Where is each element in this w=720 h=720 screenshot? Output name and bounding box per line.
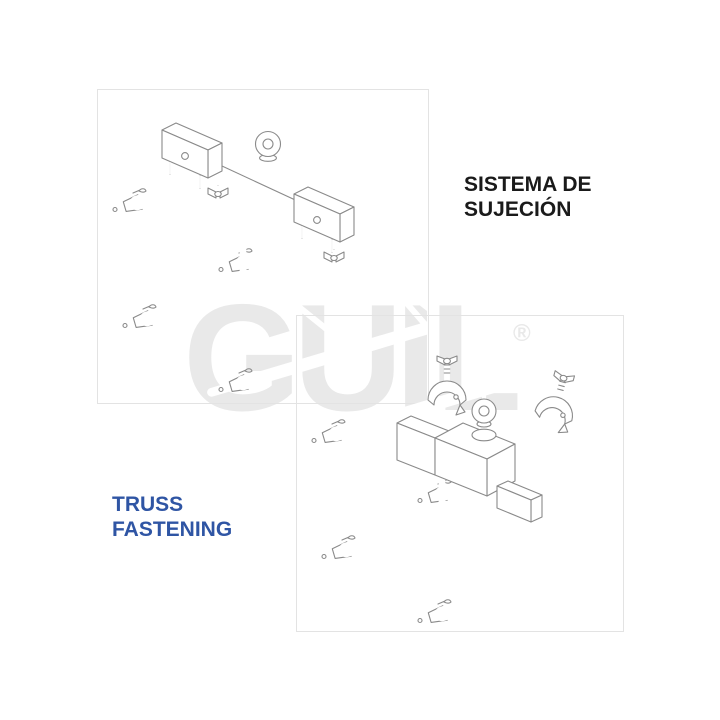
figure-box-truss-fastening (296, 315, 624, 632)
figure-box-fastening-system (97, 89, 429, 404)
truss-drawing-half-couplers (297, 316, 623, 631)
truss-drawing-girder-clamps (98, 90, 428, 403)
girder-clamp-fastening-hardware (161, 90, 355, 264)
registered-trademark-icon: ® (513, 320, 531, 347)
caption-truss-fastening: TRUSS FASTENING (112, 493, 233, 541)
guil-watermark: GUIL ® (183, 282, 531, 434)
half-coupler-fastening-hardware (396, 316, 583, 523)
guil-watermark-text: GUIL (183, 273, 522, 443)
caption-sistema-de-sujecion: SISTEMA DE SUJECIÓN (464, 173, 592, 221)
